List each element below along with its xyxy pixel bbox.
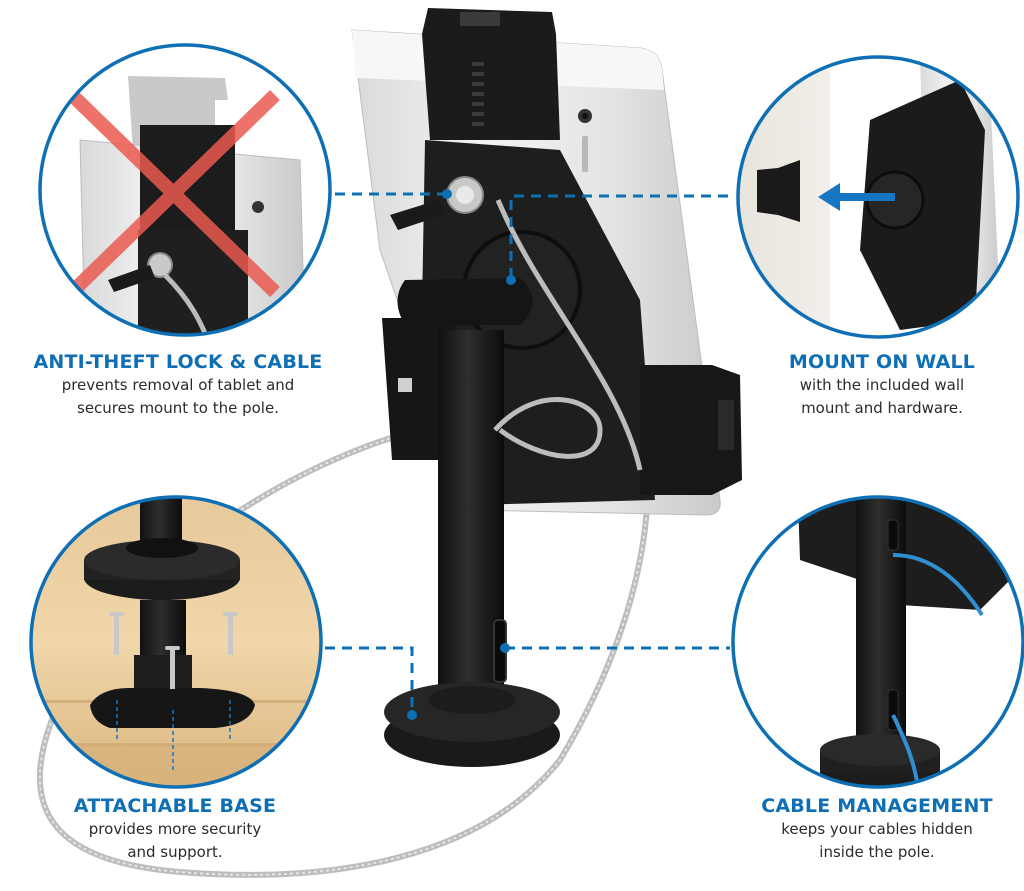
feature-anti-theft: ANTI-THEFT LOCK & CABLE prevents removal… <box>0 350 356 420</box>
feature-title: ANTI-THEFT LOCK & CABLE <box>33 351 323 373</box>
feature-description: inside the pole. <box>819 843 935 861</box>
detail-circle-wall-mount <box>736 55 1020 339</box>
feature-description: provides more security <box>88 820 262 838</box>
left-side-clamp <box>382 318 455 460</box>
screw-icons <box>109 612 238 689</box>
key <box>390 200 446 230</box>
feature-description: keeps your cables hidden <box>781 820 973 838</box>
feature-description: with the included wall <box>799 376 965 394</box>
connector-lines <box>325 192 735 712</box>
connector-dots <box>407 189 516 720</box>
right-side-clamp <box>640 365 742 495</box>
feature-cable-management: CABLE MANAGEMENT keeps your cables hidde… <box>730 794 1024 864</box>
detail-circle-cable-management <box>731 495 1024 789</box>
feature-wall-mount: MOUNT ON WALL with the included wall mou… <box>740 350 1024 420</box>
feature-base: ATTACHABLE BASE provides more security a… <box>20 794 330 864</box>
feature-description: and support. <box>127 843 223 861</box>
feature-title: MOUNT ON WALL <box>788 351 976 373</box>
spring-clamp-top <box>422 8 560 140</box>
feature-description: mount and hardware. <box>801 399 963 417</box>
detail-circle-base <box>29 495 323 789</box>
feature-description: secures mount to the pole. <box>77 399 279 417</box>
prohibited-x-icon <box>67 89 280 298</box>
central-product-image <box>351 8 742 767</box>
feature-title: CABLE MANAGEMENT <box>761 795 993 817</box>
feature-description: prevents removal of tablet and <box>61 376 295 394</box>
connector-base <box>325 646 414 712</box>
blue-cable <box>892 553 984 617</box>
feature-title: ATTACHABLE BASE <box>73 795 277 817</box>
arrow-left-icon <box>818 183 895 211</box>
detail-circle-anti-theft <box>38 43 332 337</box>
